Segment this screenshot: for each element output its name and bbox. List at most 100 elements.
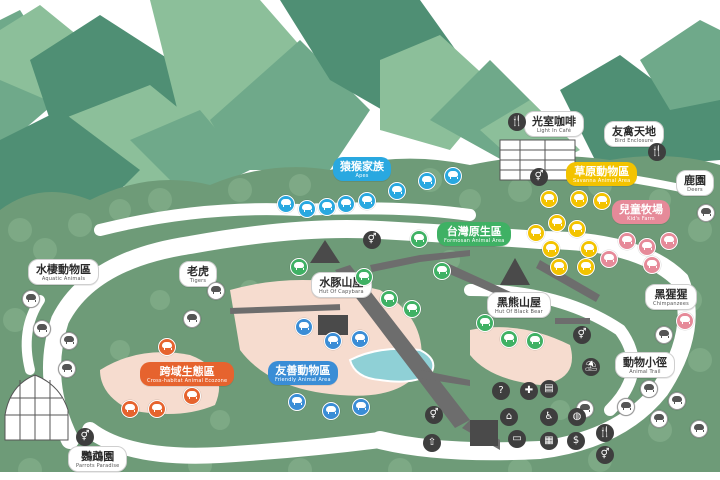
animal-marker-formosan[interactable] [380,290,398,308]
animal-marker-kids-farm[interactable] [643,256,661,274]
animal-marker-savanna[interactable] [577,258,595,276]
animal-marker-trail[interactable] [640,380,658,398]
animal-marker-trail[interactable] [668,392,686,410]
restroom-icon[interactable]: ⚥ [573,326,591,344]
animal-marker-cross-habitat[interactable] [121,400,139,418]
restroom-icon[interactable]: ⚥ [425,406,443,424]
animal-marker-formosan[interactable] [355,268,373,286]
locker-icon[interactable]: ▦ [540,432,558,450]
animal-marker-cross-habitat[interactable] [148,400,166,418]
animal-marker-friendly[interactable] [352,398,370,416]
animal-marker-formosan[interactable] [433,262,451,280]
animal-marker-friendly[interactable] [288,393,306,411]
animal-marker-cross-habitat[interactable] [158,338,176,356]
restroom-icon[interactable]: ⚥ [363,231,381,249]
stroller-icon[interactable]: ◍ [568,408,586,426]
animal-marker-kids-farm[interactable] [660,232,678,250]
animal-marker-apes[interactable] [358,192,376,210]
animal-marker-deer[interactable] [697,204,715,222]
animal-marker-apes[interactable] [388,182,406,200]
picnic-icon[interactable]: ⛱ [582,358,600,376]
animal-marker-aquatic[interactable] [60,332,78,350]
animal-marker-friendly[interactable] [295,318,313,336]
medical-icon[interactable]: ✚ [520,382,538,400]
animal-marker-formosan[interactable] [500,330,518,348]
accessibility-icon[interactable]: ♿ [540,408,558,426]
animal-marker-apes[interactable] [444,167,462,185]
animal-marker-aquatic[interactable] [33,320,51,338]
animal-icon [504,334,514,342]
exit-icon[interactable]: ⇧ [423,434,441,452]
animal-marker-trail[interactable] [617,398,635,416]
atm-icon[interactable]: $ [567,432,585,450]
vending-icon[interactable]: ▤ [540,380,558,398]
animal-marker-formosan[interactable] [526,332,544,350]
animal-icon [659,330,669,338]
restaurant-icon[interactable]: 🍴 [596,424,614,442]
animal-marker-apes[interactable] [337,195,355,213]
animal-marker-formosan[interactable] [290,258,308,276]
ticket-icon[interactable]: ▭ [508,430,526,448]
animal-marker-kids-farm[interactable] [676,312,694,330]
animal-marker-savanna[interactable] [540,190,558,208]
animal-marker-savanna[interactable] [593,192,611,210]
restroom-icon[interactable]: ⚥ [596,446,614,464]
animal-marker-friendly[interactable] [322,402,340,420]
animal-marker-formosan[interactable] [476,314,494,332]
animal-marker-kids-farm[interactable] [600,250,618,268]
animal-marker-friendly[interactable] [324,332,342,350]
animal-marker-savanna[interactable] [580,240,598,258]
animal-marker-apes[interactable] [318,198,336,216]
animal-marker-savanna[interactable] [570,190,588,208]
restaurant-icon[interactable]: 🍴 [508,113,526,131]
animal-marker-savanna[interactable] [548,214,566,232]
animal-icon [581,262,591,270]
shop-icon[interactable]: ⌂ [500,408,518,426]
animal-marker-savanna[interactable] [568,220,586,238]
animal-marker-savanna[interactable] [542,240,560,258]
animal-icon [359,272,369,280]
animal-icon [62,364,72,372]
animal-marker-aquatic[interactable] [58,360,76,378]
animal-marker-kids-farm[interactable] [618,232,636,250]
animal-marker-tigers[interactable] [183,310,201,328]
animal-icon [572,224,582,232]
animal-marker-aquatic[interactable] [22,290,40,308]
animal-icon [152,404,162,412]
info-icon[interactable]: ? [492,382,510,400]
animal-icon [322,202,332,210]
animal-marker-savanna[interactable] [550,258,568,276]
animal-marker-apes[interactable] [277,195,295,213]
animal-marker-tigers[interactable] [207,282,225,300]
animal-marker-trail[interactable] [650,410,668,428]
restaurant-icon[interactable]: 🍴 [648,143,666,161]
animal-marker-friendly[interactable] [351,330,369,348]
animal-marker-apes[interactable] [298,200,316,218]
restroom-icon[interactable]: ⚥ [530,168,548,186]
animal-marker-kids-farm[interactable] [638,238,656,256]
animal-marker-apes[interactable] [418,172,436,190]
restroom-icon[interactable]: ⚥ [76,428,94,446]
animal-marker-trail[interactable] [690,420,708,438]
animal-marker-savanna[interactable] [527,224,545,242]
animal-marker-chimpanzees[interactable] [655,326,673,344]
animal-marker-formosan[interactable] [403,300,421,318]
animal-icon [125,404,135,412]
animal-marker-cross-habitat[interactable] [183,387,201,405]
animal-marker-formosan[interactable] [410,230,428,248]
